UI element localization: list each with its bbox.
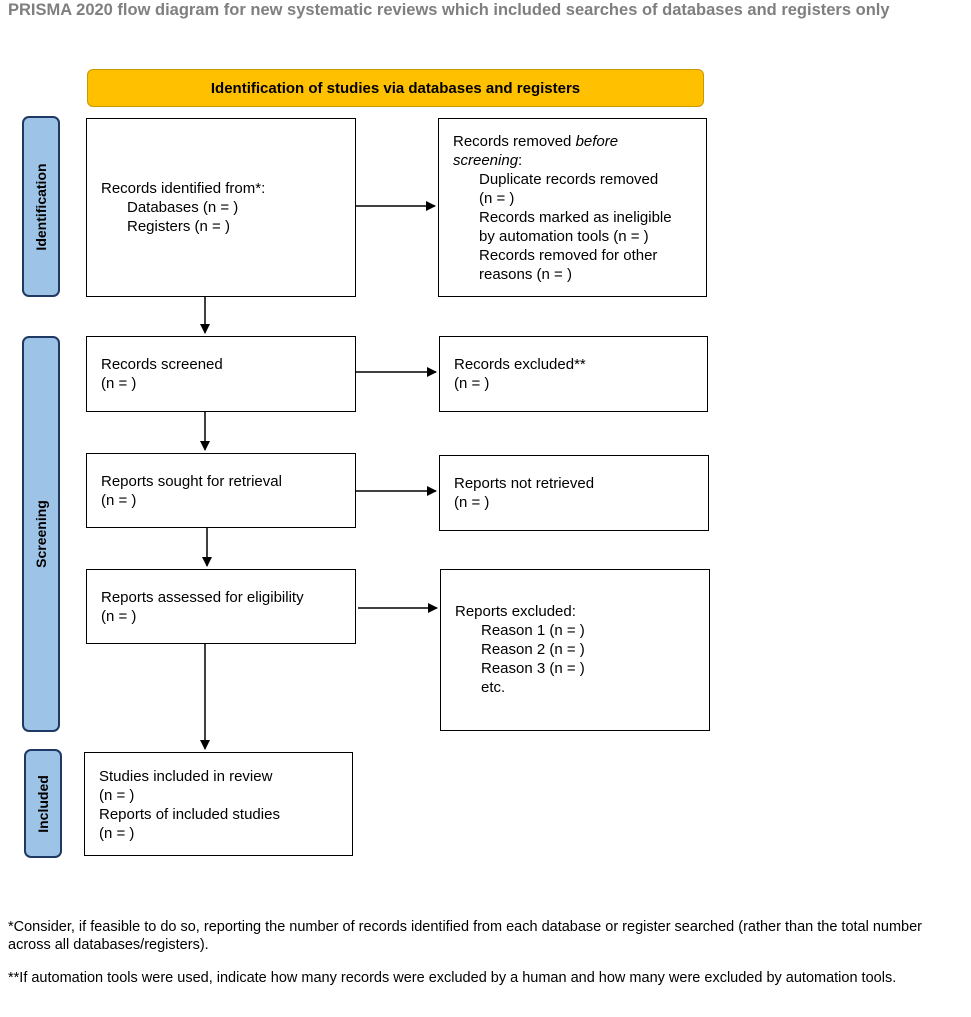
databases-count: Databases (n = )	[127, 199, 239, 216]
page-title: PRISMA 2020 flow diagram for new systema…	[8, 1, 890, 19]
identification-side-label: Identification	[22, 116, 60, 297]
records-removed-heading: Records removed before	[453, 133, 619, 150]
records-identified-box: Records identified from*: Databases (n =…	[86, 118, 356, 297]
included-side-label: Included	[24, 749, 62, 858]
records-excluded-label: Records excluded**	[454, 356, 586, 373]
identification-banner: Identification of studies via databases …	[87, 69, 704, 107]
other-reasons-label: Records removed for other	[479, 247, 658, 264]
studies-included-label: Studies included in review	[99, 768, 273, 785]
duplicates-removed-label: Duplicate records removed	[479, 171, 659, 188]
reports-not-retrieved-label: Reports not retrieved	[454, 475, 595, 492]
reports-not-retrieved-count: (n = )	[454, 494, 490, 511]
reports-sought-box: Reports sought for retrieval (n = )	[86, 453, 356, 528]
ineligible-automation-label: Records marked as ineligible	[479, 209, 672, 226]
records-removed-box: Records removed before screening: Duplic…	[438, 118, 707, 297]
records-excluded-count: (n = )	[454, 375, 490, 392]
reports-sought-label: Reports sought for retrieval	[101, 473, 282, 490]
reports-included-count: (n = )	[99, 825, 135, 842]
studies-included-count: (n = )	[99, 787, 135, 804]
reports-assessed-label: Reports assessed for eligibility	[101, 589, 304, 606]
records-identified-heading: Records identified from*:	[101, 180, 266, 197]
footnote-2: **If automation tools were used, indicat…	[8, 970, 897, 986]
reports-assessed-count: (n = )	[101, 608, 137, 625]
reports-excluded-box: Reports excluded: Reason 1 (n = ) Reason…	[440, 569, 710, 731]
records-removed-heading-cont: screening:	[453, 152, 523, 169]
reports-excluded-heading: Reports excluded:	[455, 603, 576, 620]
reports-sought-count: (n = )	[101, 492, 137, 509]
records-screened-label: Records screened	[101, 356, 223, 373]
reason-2: Reason 2 (n = )	[481, 641, 585, 658]
registers-count: Registers (n = )	[127, 218, 230, 235]
ineligible-automation-count: by automation tools (n = )	[479, 228, 649, 245]
reason-1: Reason 1 (n = )	[481, 622, 585, 639]
records-screened-count: (n = )	[101, 375, 137, 392]
records-screened-box: Records screened (n = )	[86, 336, 356, 412]
reports-not-retrieved-box: Reports not retrieved (n = )	[439, 455, 709, 531]
reports-included-label: Reports of included studies	[99, 806, 280, 823]
banner-label: Identification of studies via databases …	[210, 79, 581, 97]
records-excluded-box: Records excluded** (n = )	[439, 336, 708, 412]
reason-3: Reason 3 (n = )	[481, 660, 585, 677]
studies-included-box: Studies included in review (n = ) Report…	[84, 752, 353, 856]
footnote-1: *Consider, if feasible to do so, reporti…	[8, 919, 923, 953]
reports-assessed-box: Reports assessed for eligibility (n = )	[86, 569, 356, 644]
duplicates-removed-count: (n = )	[479, 190, 515, 207]
other-reasons-count: reasons (n = )	[479, 266, 572, 283]
screening-side-label: Screening	[22, 336, 60, 732]
reason-etc: etc.	[481, 679, 506, 696]
